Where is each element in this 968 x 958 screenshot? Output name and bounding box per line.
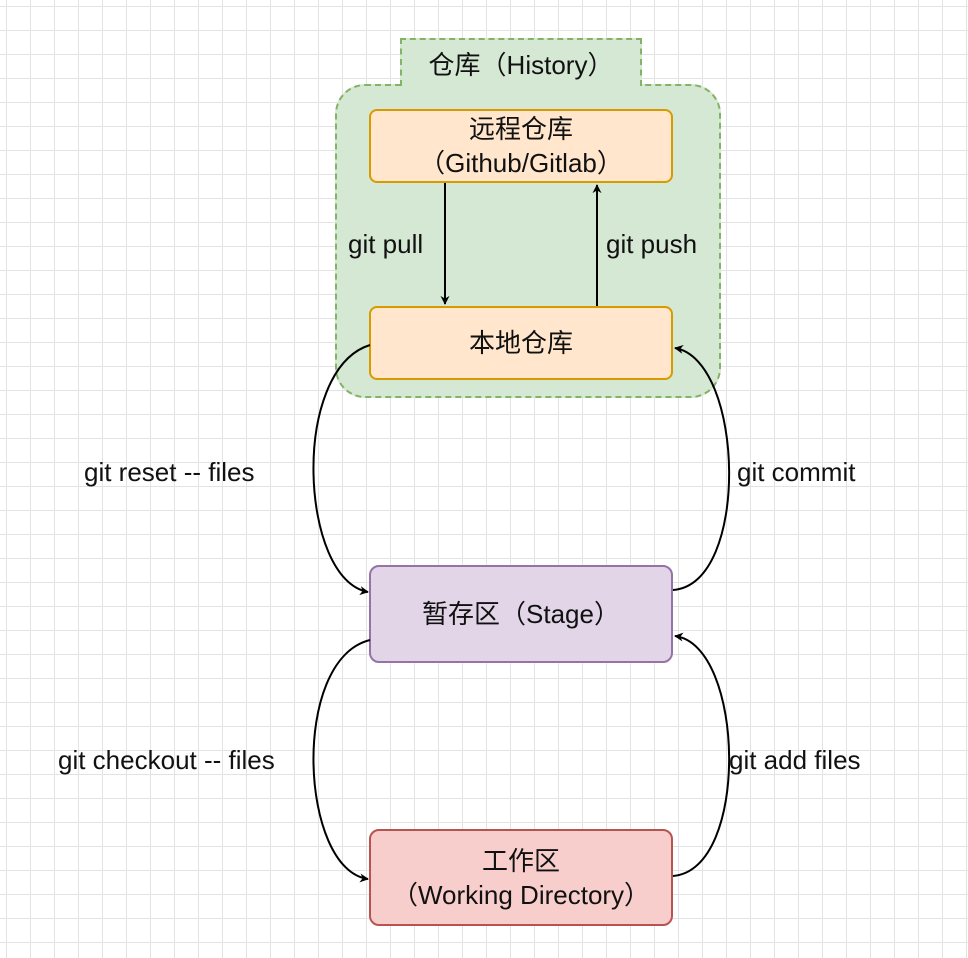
working-directory-node[interactable]: 工作区 （Working Directory）: [369, 829, 673, 926]
checkout-arrow: [312, 639, 371, 883]
working-directory-subtitle: （Working Directory）: [391, 879, 651, 910]
remote-repo-node[interactable]: 远程仓库 （Github/Gitlab）: [369, 109, 673, 183]
history-tab: 仓库（History）: [400, 38, 642, 86]
history-label: 仓库（History）: [428, 49, 614, 80]
remote-repo-title: 远程仓库: [468, 114, 573, 144]
git-checkout-label: git checkout -- files: [58, 745, 275, 775]
git-pull-label: git pull: [348, 229, 424, 259]
remote-repo-subtitle: （Github/Gitlab）: [419, 148, 623, 178]
local-repo-node[interactable]: 本地仓库: [369, 306, 673, 380]
git-commit-label: git commit: [737, 457, 856, 487]
stage-node[interactable]: 暂存区（Stage）: [369, 565, 673, 663]
add-arrow: [672, 632, 731, 877]
git-push-label: git push: [606, 229, 698, 259]
commit-arrow: [672, 344, 731, 591]
reset-arrow: [312, 344, 371, 595]
git-reset-label: git reset -- files: [84, 457, 255, 487]
git-add-label: git add files: [729, 745, 861, 775]
local-repo-label: 本地仓库: [468, 328, 573, 358]
working-directory-title: 工作区: [481, 845, 560, 876]
stage-label: 暂存区（Stage）: [422, 599, 620, 629]
